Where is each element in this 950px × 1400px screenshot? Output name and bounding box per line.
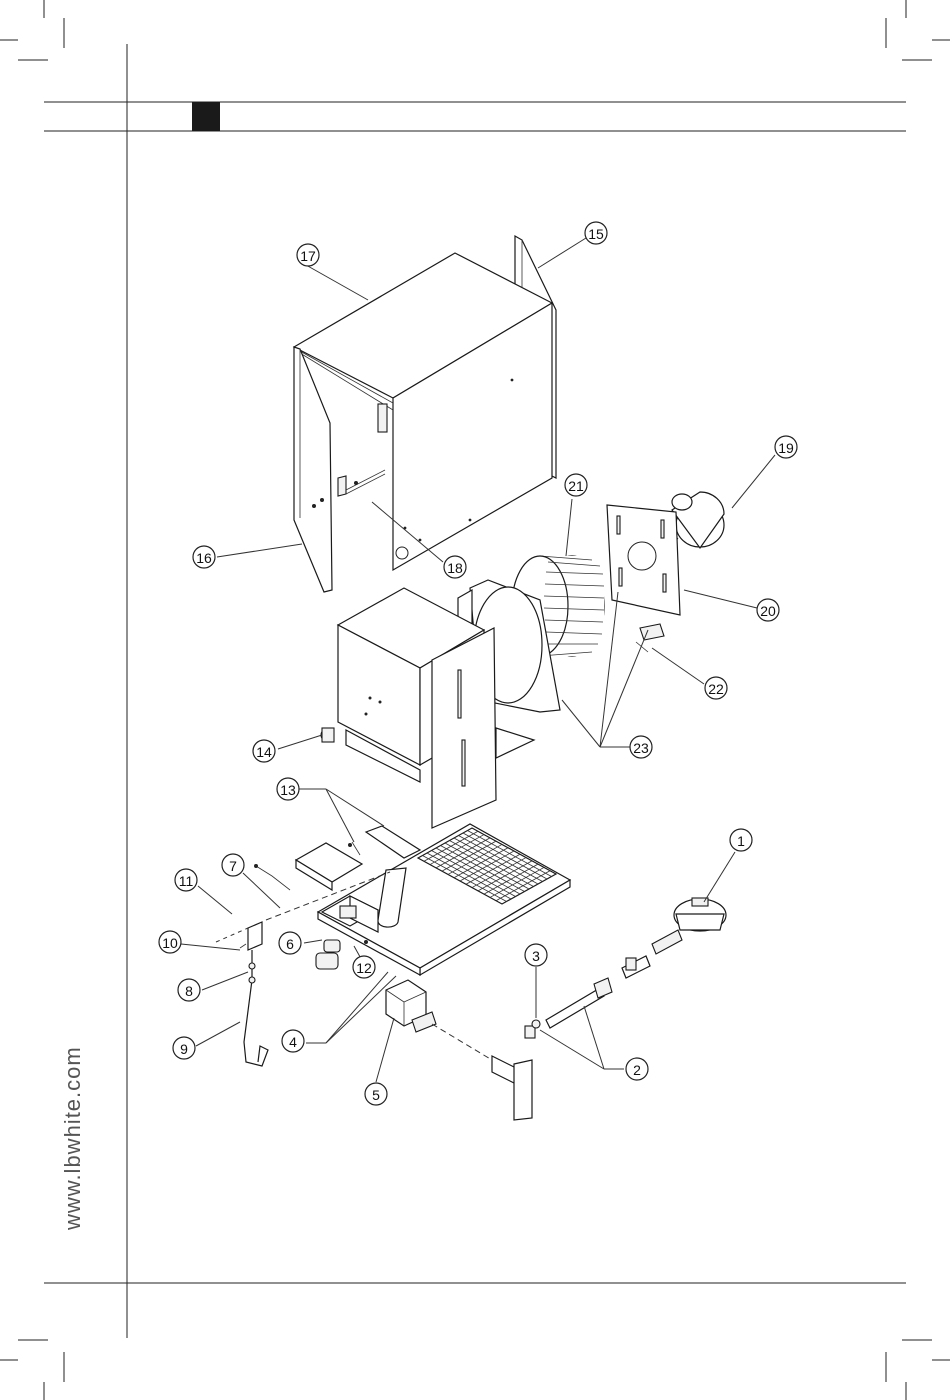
callout-label: 17 — [300, 248, 316, 264]
callout-12: 12 — [353, 956, 375, 978]
callout-label: 22 — [708, 681, 724, 697]
callout-label: 2 — [633, 1062, 641, 1078]
callout-label: 23 — [633, 740, 649, 756]
part-17-cabinet-top — [294, 253, 552, 570]
callout-5: 5 — [365, 1083, 387, 1105]
callout-label: 21 — [568, 478, 584, 494]
callout-11: 11 — [175, 869, 197, 891]
callout-14: 14 — [253, 740, 275, 762]
callout-label: 3 — [532, 948, 540, 964]
callout-2: 2 — [626, 1058, 648, 1080]
callout-label: 18 — [447, 560, 463, 576]
part-14-pressure-switch — [321, 728, 334, 742]
callout-21: 21 — [565, 474, 587, 496]
callout-label: 16 — [196, 550, 212, 566]
part-16-side-panel — [294, 347, 332, 592]
part-19-motor — [672, 492, 724, 548]
callout-17: 17 — [297, 244, 319, 266]
callout-label: 19 — [778, 440, 794, 456]
control-box-lid — [296, 843, 362, 890]
callout-20: 20 — [757, 599, 779, 621]
callout-label: 1 — [737, 833, 745, 849]
callout-label: 5 — [372, 1087, 380, 1103]
callout-label: 4 — [289, 1034, 297, 1050]
website-url: www.lbwhite.com — [60, 1130, 80, 1230]
part-2-pipe — [546, 978, 612, 1028]
part-9-tube — [240, 944, 268, 1066]
callout-10: 10 — [159, 931, 181, 953]
callout-label: 9 — [180, 1041, 188, 1057]
callout-9: 9 — [173, 1037, 195, 1059]
callout-label: 7 — [229, 858, 237, 874]
part-3-tee-pipe — [492, 1020, 540, 1120]
callout-13: 13 — [277, 778, 299, 800]
part-7-wire — [254, 864, 290, 890]
callout-16: 16 — [193, 546, 215, 568]
callout-6: 6 — [279, 932, 301, 954]
callout-18: 18 — [444, 556, 466, 578]
part-5-gas-valve — [386, 980, 492, 1060]
callout-4: 4 — [282, 1030, 304, 1052]
callout-8: 8 — [178, 979, 200, 1001]
callout-15: 15 — [585, 222, 607, 244]
callout-label: 14 — [256, 744, 272, 760]
callout-label: 20 — [760, 603, 776, 619]
callout-label: 11 — [179, 873, 194, 889]
part-1-regulator — [622, 898, 726, 978]
callout-label: 15 — [588, 226, 604, 242]
callout-label: 6 — [286, 936, 294, 952]
callout-label: 8 — [185, 983, 193, 999]
callout-22: 22 — [705, 677, 727, 699]
callout-19: 19 — [775, 436, 797, 458]
callout-1: 1 — [730, 829, 752, 851]
part-18-bracket — [338, 470, 385, 496]
part-20-mount-plate — [607, 505, 680, 615]
callout-3: 3 — [525, 944, 547, 966]
section-tab-marker — [192, 102, 220, 131]
callout-7: 7 — [222, 854, 244, 876]
callout-label: 10 — [162, 935, 178, 951]
callout-label: 12 — [356, 960, 372, 976]
callout-23: 23 — [630, 736, 652, 758]
callout-label: 13 — [280, 782, 296, 798]
